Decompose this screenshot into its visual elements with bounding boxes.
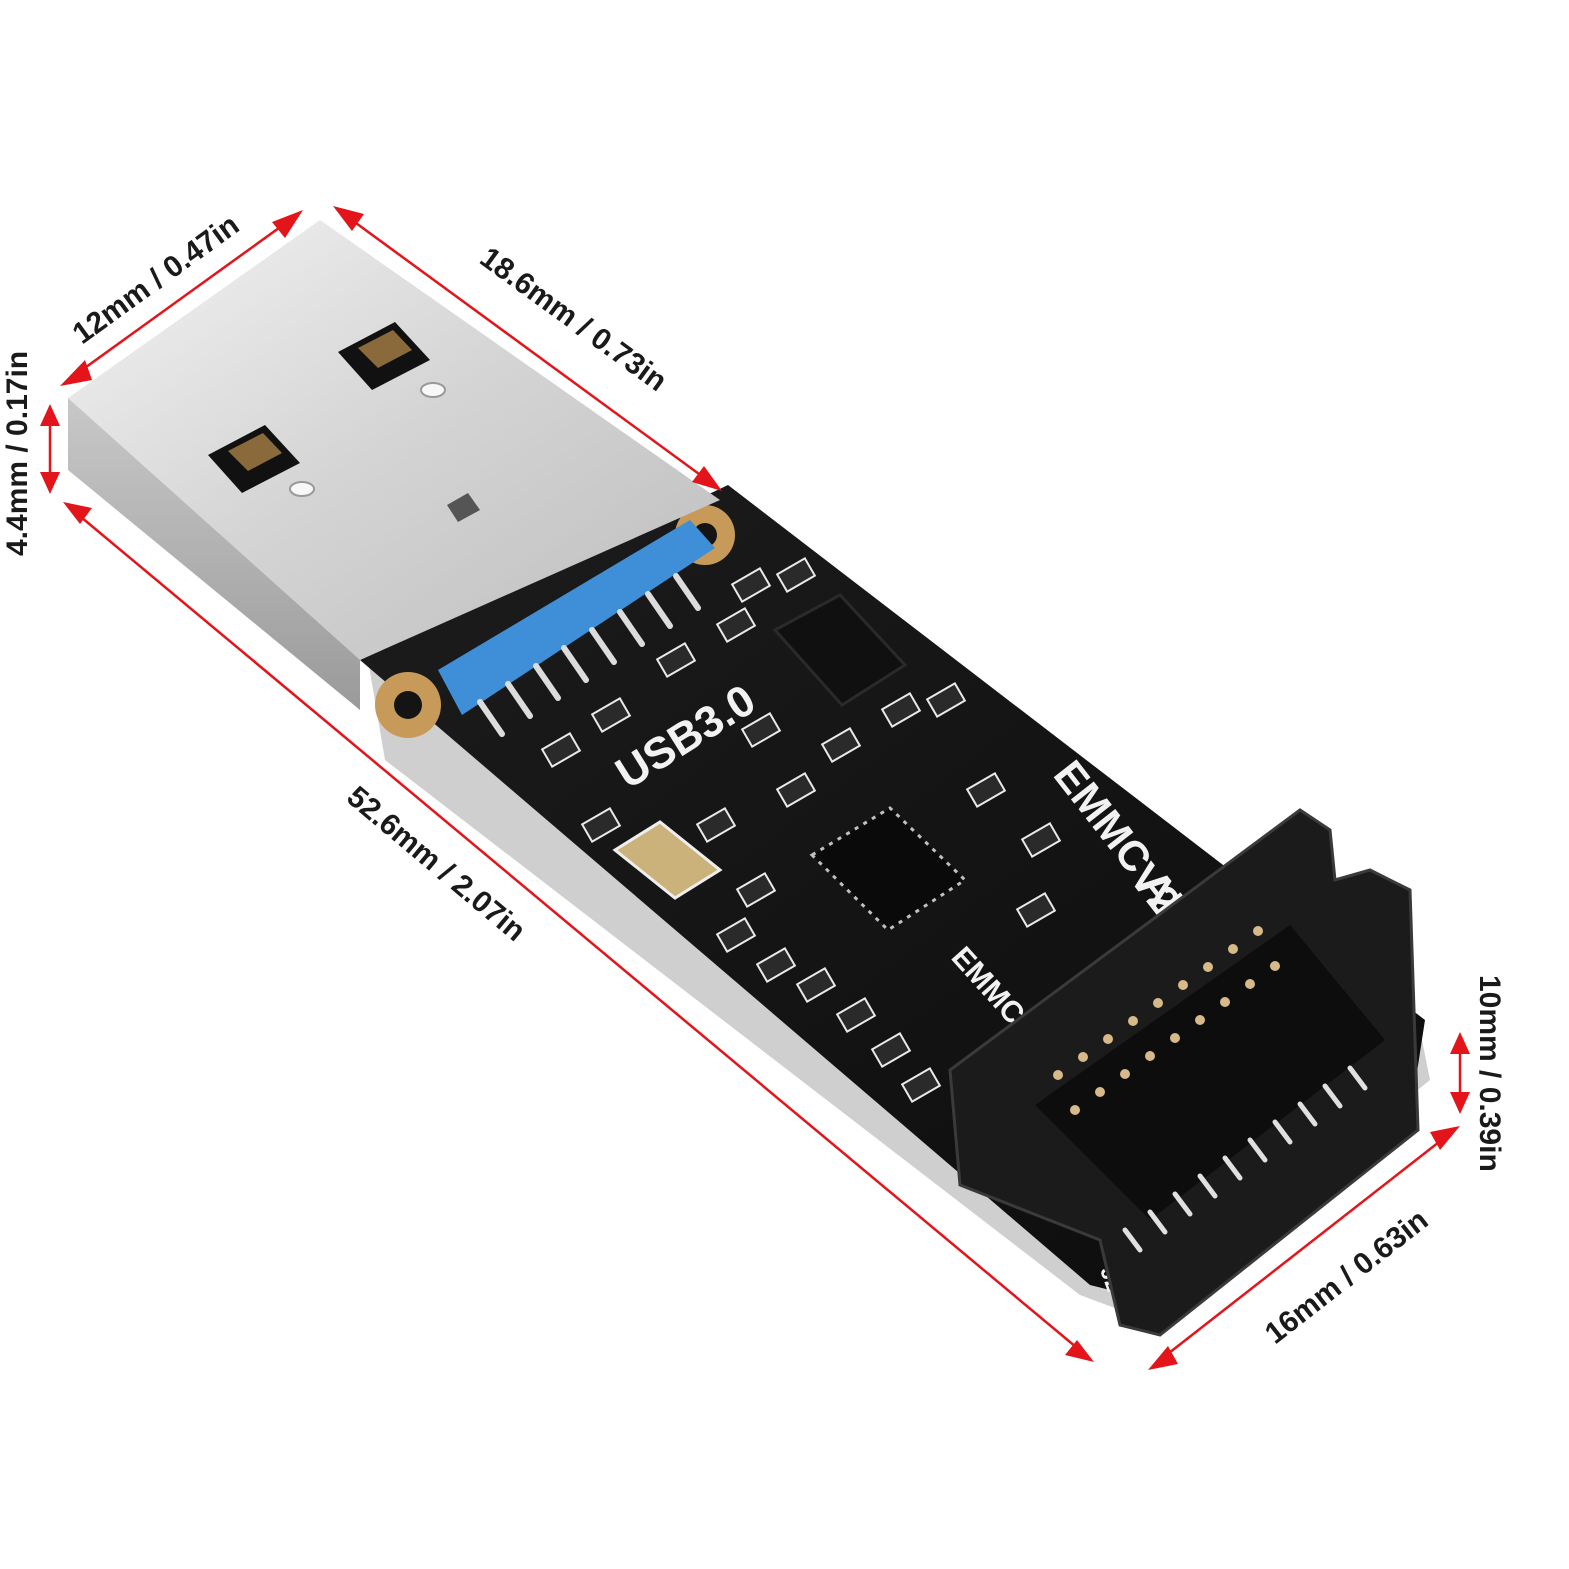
label-connector-height: 10mm / 0.39in	[1473, 975, 1506, 1172]
dimension-arrow-connector-height	[1450, 1032, 1470, 1114]
dimension-arrow-usb-width	[60, 210, 303, 386]
label-usb-thickness: 4.4mm / 0.17in	[1, 351, 34, 556]
controller-chip	[809, 806, 968, 932]
usb-blue-tongue	[438, 520, 715, 715]
usb-a-connector	[68, 220, 720, 737]
dimension-arrow-connector-width	[1148, 1126, 1460, 1370]
voltage-regulator	[772, 593, 908, 707]
emmc-pin-header	[948, 808, 1420, 1337]
usb-pins	[477, 573, 701, 737]
dimension-arrow-usb-thickness	[40, 404, 60, 494]
usb-contact-window	[208, 425, 300, 493]
usb-contact-window	[338, 322, 430, 390]
dimension-arrow-usb-length	[333, 206, 722, 491]
dimension-arrow-total-length	[63, 502, 1094, 1362]
crystal-oscillator	[612, 820, 723, 900]
